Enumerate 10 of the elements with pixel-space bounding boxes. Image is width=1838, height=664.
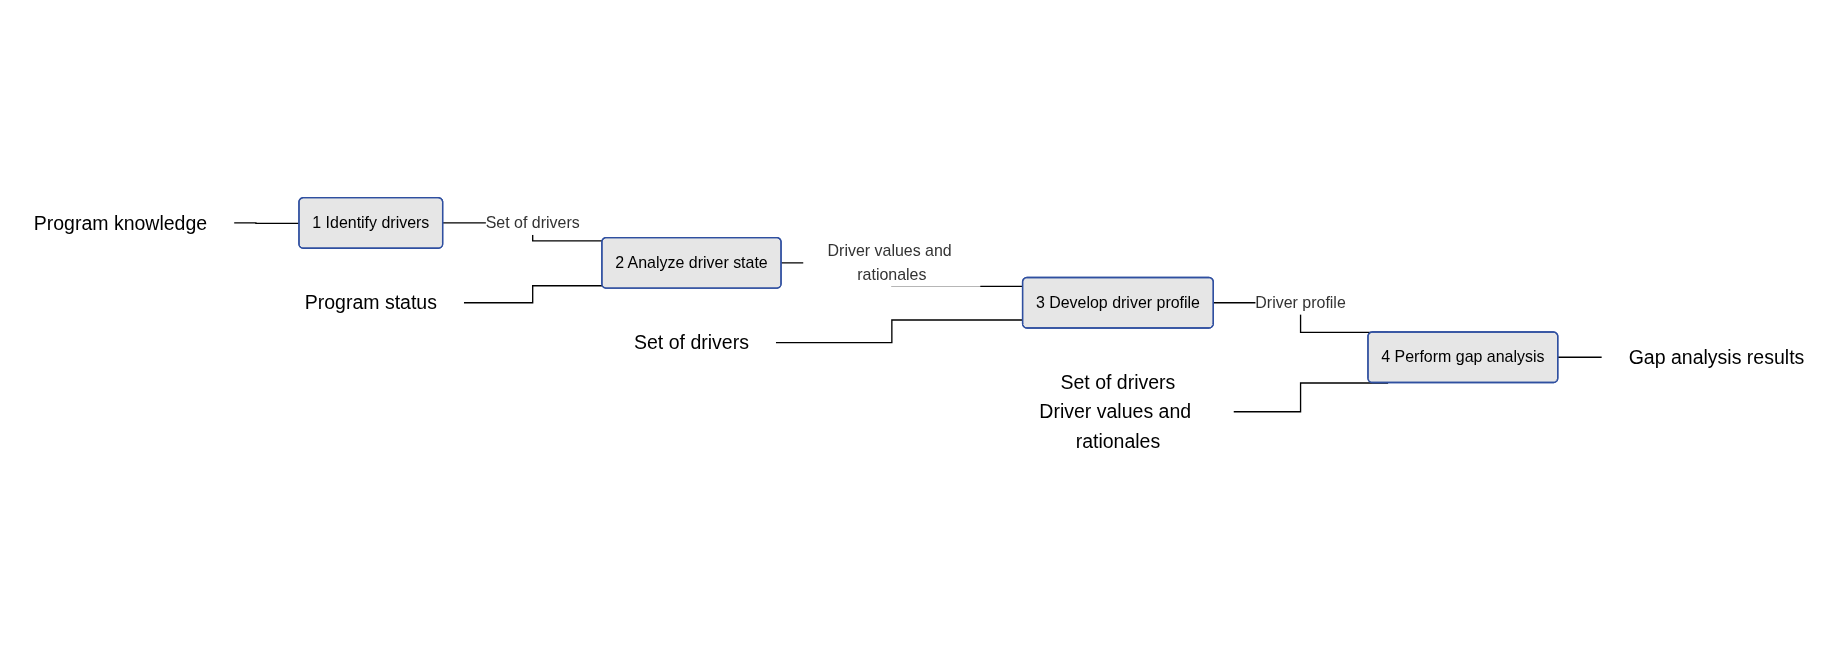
edge-label: Driver profile: [1255, 293, 1346, 312]
connector: [462, 285, 604, 304]
node-text: Program knowledge: [33, 211, 208, 235]
edge-label: Driver values and rationales: [827, 241, 952, 284]
node-text: Program status: [304, 291, 437, 314]
connector: [1557, 356, 1603, 359]
node-text: Set of drivers: [634, 331, 749, 354]
node-text: Gap analysis results: [1628, 346, 1805, 369]
edge-label: Set of drivers: [485, 213, 580, 232]
node-text: Set of drivers Driver values and rationales: [1039, 371, 1192, 453]
